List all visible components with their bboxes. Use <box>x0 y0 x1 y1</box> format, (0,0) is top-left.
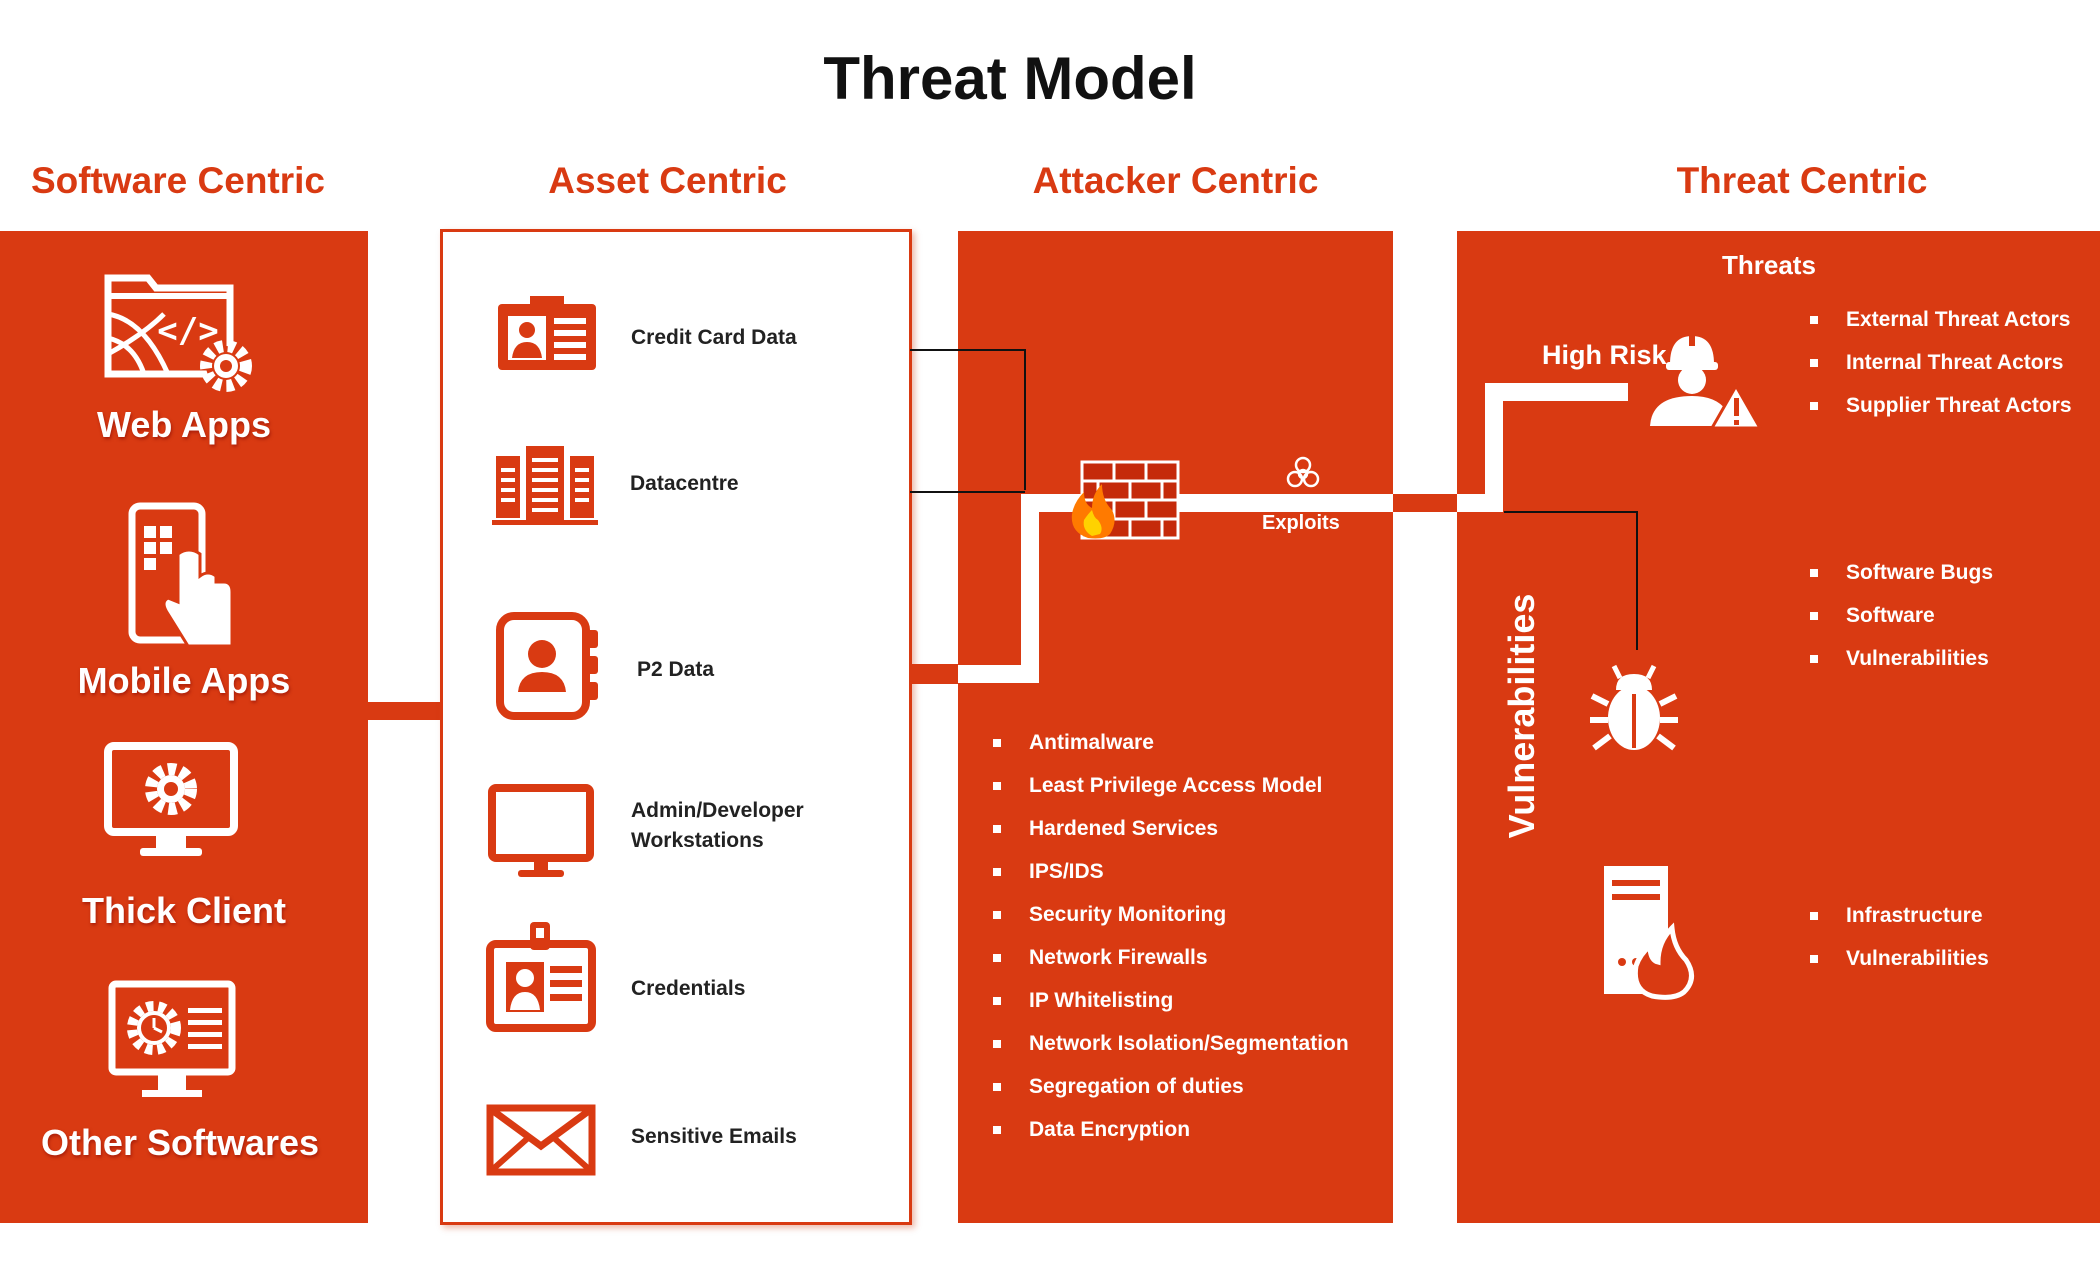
worker-warning-icon <box>1646 330 1762 434</box>
page-title: Threat Model <box>823 45 1197 112</box>
control-item: Network Firewalls <box>993 943 1349 986</box>
attacker-controls-list: Antimalware Least Privilege Access Model… <box>993 728 1349 1158</box>
exploits-label: Exploits <box>1262 512 1340 534</box>
asset-item-sensitive-emails: Sensitive Emails <box>631 1125 797 1148</box>
software-item-web-apps: Web Apps <box>96 404 271 445</box>
software-vuln-item: Software <box>1810 601 1993 644</box>
heading-software-centric: Software Centric <box>30 160 325 201</box>
datacentre-icon <box>492 444 598 526</box>
monitor-icon <box>488 784 594 882</box>
bug-icon <box>1586 660 1682 756</box>
threat-actor-item: Supplier Threat Actors <box>1810 391 2072 434</box>
infra-vuln-item: Infrastructure <box>1810 901 1989 944</box>
envelope-icon <box>486 1104 596 1176</box>
software-item-other-softwares: Other Softwares <box>40 1122 320 1163</box>
threat-actor-item: External Threat Actors <box>1810 305 2072 348</box>
asset-item-p2-data: P2 Data <box>637 658 715 681</box>
address-book-icon <box>496 612 604 722</box>
control-item: Security Monitoring <box>993 900 1349 943</box>
credit-card-icon <box>496 296 598 372</box>
asset-item-credit-card-data: Credit Card Data <box>631 326 797 349</box>
control-item: IP Whitelisting <box>993 986 1349 1029</box>
software-vuln-item: Vulnerabilities <box>1810 644 1993 687</box>
heading-threat-centric: Threat Centric <box>1676 160 1928 201</box>
control-item: Least Privilege Access Model <box>993 771 1349 814</box>
web-apps-icon: </> <box>104 274 254 394</box>
server-fire-icon <box>1600 862 1700 1000</box>
mobile-apps-icon <box>128 502 238 652</box>
biohazard-icon <box>1284 454 1322 492</box>
other-softwares-icon <box>108 980 236 1104</box>
asset-item-datacentre: Datacentre <box>630 472 739 495</box>
infra-vuln-item: Vulnerabilities <box>1810 944 1989 987</box>
control-item: Hardened Services <box>993 814 1349 857</box>
thick-client-icon <box>104 742 238 862</box>
control-item: Network Isolation/Segmentation <box>993 1029 1349 1072</box>
heading-asset-centric: Asset Centric <box>548 160 787 201</box>
asset-item-credentials: Credentials <box>631 977 746 1000</box>
software-vuln-item: Software Bugs <box>1810 558 1993 601</box>
asset-centric-panel <box>440 229 912 1225</box>
svg-text:</>: </> <box>157 311 218 351</box>
control-item: Data Encryption <box>993 1115 1349 1158</box>
control-item: Antimalware <box>993 728 1349 771</box>
firewall-icon <box>1066 458 1182 542</box>
heading-attacker-centric: Attacker Centric <box>1032 160 1319 201</box>
vulnerabilities-vertical-label: Vulnerabilities <box>1501 593 1542 839</box>
software-item-thick-client: Thick Client <box>81 890 287 931</box>
control-item: IPS/IDS <box>993 857 1349 900</box>
software-centric-panel <box>0 231 368 1223</box>
software-vulnerabilities-list: Software Bugs Software Vulnerabilities <box>1810 558 1993 687</box>
control-item: Segregation of duties <box>993 1072 1349 1115</box>
threats-heading: Threats <box>1722 250 1816 280</box>
high-risk-label: High Risk <box>1542 340 1667 370</box>
threat-actors-list: External Threat Actors Internal Threat A… <box>1810 305 2072 434</box>
asset-item-workstations: Admin/Developer Workstations <box>631 799 804 852</box>
infrastructure-vulnerabilities-list: Infrastructure Vulnerabilities <box>1810 901 1989 987</box>
software-item-mobile-apps: Mobile Apps <box>77 660 291 701</box>
attacker-centric-panel <box>958 231 1393 1223</box>
software-asset-connector <box>368 702 442 720</box>
id-badge-icon <box>486 922 596 1034</box>
threat-actor-item: Internal Threat Actors <box>1810 348 2072 391</box>
